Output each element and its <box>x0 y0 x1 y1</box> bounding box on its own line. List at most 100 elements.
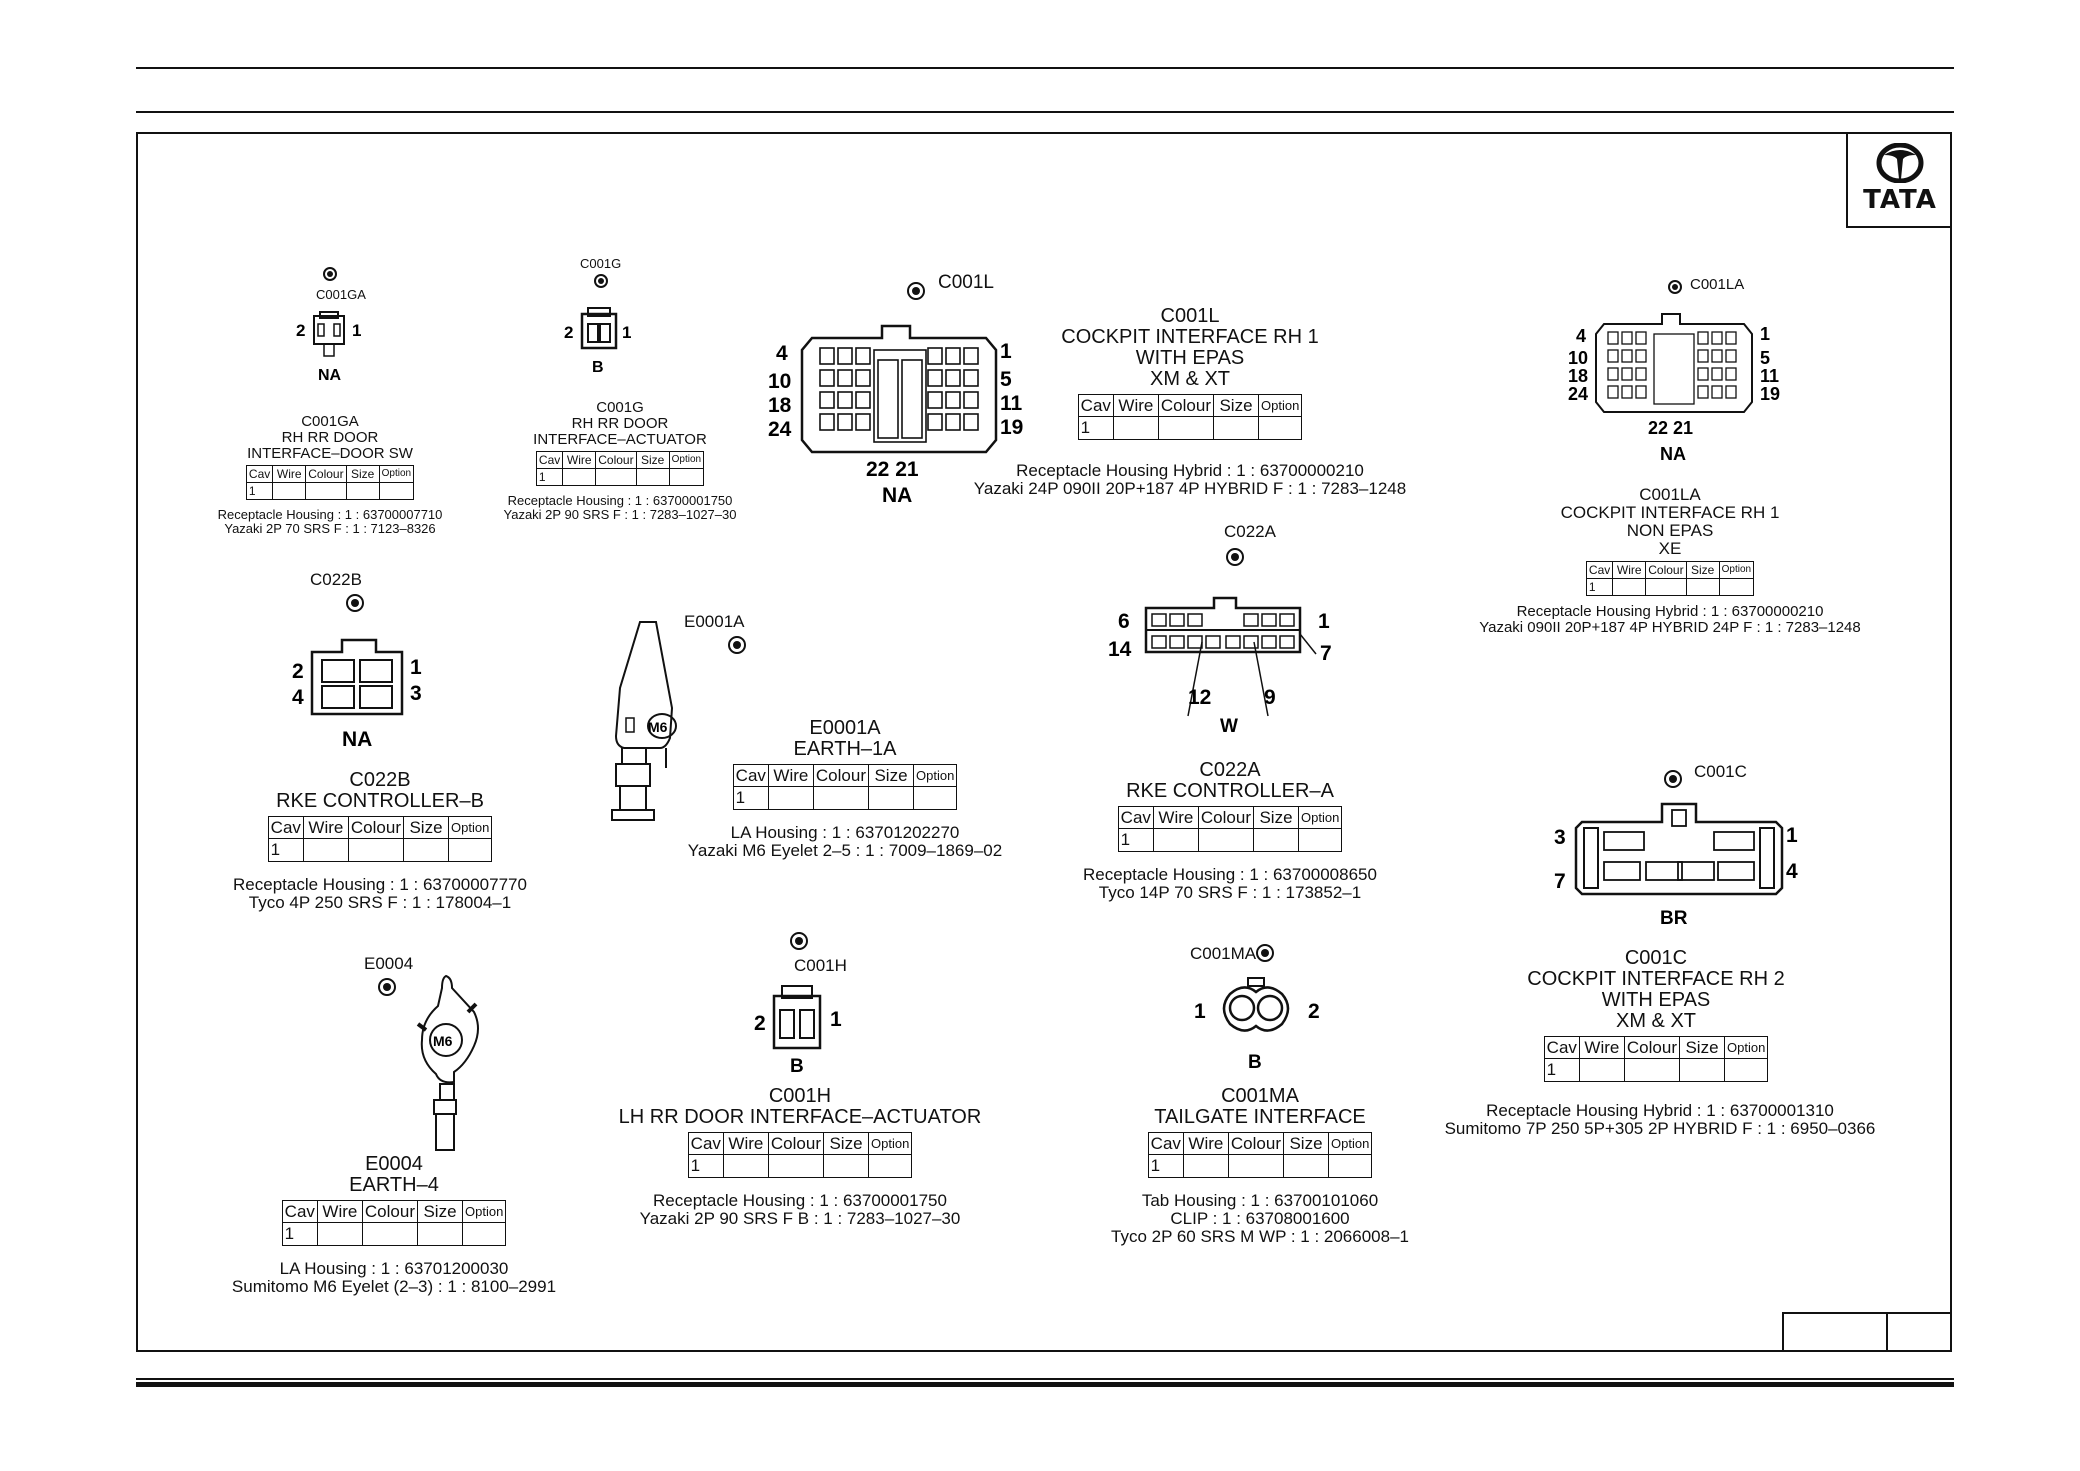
header-cav: Cav <box>267 816 304 839</box>
c001l-pin-1: 1 <box>1000 340 1012 363</box>
c001h-pin-1: 1 <box>830 1008 842 1031</box>
c001g-connector-icon: 2 1 B <box>564 307 631 376</box>
c001g-housing-1: Receptacle Housing : 1 : 63700001750 <box>507 493 733 509</box>
c001ma-housing-1: Tab Housing : 1 : 63700101060 <box>1141 1191 1379 1210</box>
header-size: Size <box>1213 394 1259 417</box>
c022a-pin-9: 9 <box>1264 686 1276 709</box>
c022a-marker-icon <box>1226 548 1244 566</box>
c001ga-desc-1: RH RR DOOR <box>281 428 379 446</box>
c001h-title: C001H <box>768 1085 832 1107</box>
tata-emblem-icon <box>1876 143 1924 183</box>
header-cav: Cav <box>245 465 274 484</box>
e0001a-m6-label: M6 <box>648 719 668 735</box>
c022b-desc-1: RKE CONTROLLER–B <box>276 790 484 812</box>
brand-name: TATA <box>1863 185 1937 215</box>
c001h-housing-1: Receptacle Housing : 1 : 63700001750 <box>653 1191 947 1210</box>
header-option: Option <box>447 816 493 839</box>
c001h-housing-2: Yazaki 2P 90 SRS F B : 1 : 7283–1027–30 <box>639 1208 961 1228</box>
cav-value: 1 <box>281 1222 318 1246</box>
bottom-rule-1 <box>136 1378 1954 1380</box>
header-size: Size <box>1679 1036 1725 1059</box>
cav-value: 1 <box>732 786 769 810</box>
c022b-pin-2: 2 <box>292 660 304 683</box>
c001c-housing-1: Receptacle Housing Hybrid : 1 : 63700001… <box>1486 1101 1834 1120</box>
c001ma-id-label: C001MA <box>1190 944 1257 963</box>
header-size: Size <box>403 816 449 839</box>
drawing-frame <box>136 132 1952 1352</box>
header-colour: Colour <box>1197 806 1255 829</box>
c001la-pin-18: 18 <box>1568 366 1588 386</box>
c022a-colour: W <box>1220 716 1238 737</box>
e0001a-marker-icon <box>728 636 746 654</box>
c001g-marker-icon <box>594 274 608 288</box>
header-option: Option <box>461 1200 507 1223</box>
header-wire: Wire <box>302 816 349 839</box>
c001ma-desc-1: TAILGATE INTERFACE <box>1154 1106 1366 1128</box>
e0004-desc-1: EARTH–4 <box>349 1174 439 1196</box>
c001la-housing-2: Yazaki 090II 20P+187 4P HYBRID 24P F : 1… <box>1479 619 1861 637</box>
header-option: Option <box>378 465 415 484</box>
c001la-pin-22-21: 22 21 <box>1648 418 1693 438</box>
c001ma-housing-2: CLIP : 1 : 63708001600 <box>1170 1208 1350 1228</box>
header-size: Size <box>635 451 670 470</box>
title-block-cell-2 <box>1886 1312 1952 1352</box>
c001ma-housing-3: Tyco 2P 60 SRS M WP : 1 : 2066008–1 <box>1111 1226 1409 1246</box>
c001g-colour: B <box>592 359 604 376</box>
c001c-pin-7: 7 <box>1554 870 1566 893</box>
c001ga-colour: NA <box>318 367 342 384</box>
e0004-m6-label: M6 <box>433 1033 453 1049</box>
header-wire: Wire <box>1112 394 1159 417</box>
c001g-desc-2: INTERFACE–ACTUATOR <box>533 430 707 448</box>
title-block-cell-1 <box>1782 1312 1888 1352</box>
c001ma-marker-icon <box>1256 944 1274 962</box>
c001ga-housing-1: Receptacle Housing : 1 : 63700007710 <box>217 507 443 523</box>
c001la-colour: NA <box>1660 444 1686 464</box>
header-size: Size <box>417 1200 463 1223</box>
header-wire: Wire <box>562 451 597 470</box>
header-colour: Colour <box>305 465 347 484</box>
header-size: Size <box>1253 806 1299 829</box>
c001l-id-label: C001L <box>938 272 994 293</box>
header-size: Size <box>823 1132 869 1155</box>
header-colour: Colour <box>812 764 870 787</box>
c001g-title: C001G <box>596 399 644 416</box>
c022a-connector-icon: 6 14 1 7 12 9 W <box>1108 596 1332 737</box>
c001l-title: C001L <box>1160 305 1220 327</box>
c022a-housing-1: Receptacle Housing : 1 : 63700008650 <box>1083 865 1377 884</box>
header-option: Option <box>1257 394 1303 417</box>
c001c-housing: Receptacle Housing Hybrid : 1 : 63700001… <box>1380 1102 1940 1138</box>
tata-logo: TATA <box>1846 132 1952 228</box>
c001l-marker-icon <box>907 282 925 300</box>
header-colour: Colour <box>1227 1132 1285 1155</box>
e0004-terminal-icon: M6 <box>416 974 479 1151</box>
header-wire: Wire <box>1152 806 1199 829</box>
c001ga-id-label: C001GA <box>316 287 366 302</box>
header-colour: Colour <box>1157 394 1215 417</box>
c001ga-housing-2: Yazaki 2P 70 SRS F : 1 : 7123–8326 <box>224 520 436 536</box>
header-cav: Cav <box>732 764 769 787</box>
c022a-id-label: C022A <box>1224 522 1276 541</box>
header-wire: Wire <box>1578 1036 1625 1059</box>
c001ma-pin-1: 1 <box>1194 1000 1206 1023</box>
header-colour: Colour <box>347 816 405 839</box>
header-colour: Colour <box>767 1132 825 1155</box>
cav-value: 1 <box>245 482 274 501</box>
c022b-pin-1: 1 <box>410 656 422 679</box>
c001c-connector-icon: 3 7 1 4 BR <box>1554 802 1798 929</box>
header-option: Option <box>1327 1132 1373 1155</box>
c001l-pin-22-21: 22 21 <box>866 458 919 481</box>
c001h-id-label: C001H <box>794 956 847 975</box>
top-rule-2 <box>136 111 1954 113</box>
c022a-desc-1: RKE CONTROLLER–A <box>1126 780 1334 802</box>
c001c-id-label: C001C <box>1694 762 1747 781</box>
c001l-desc-3: XM & XT <box>1149 368 1230 390</box>
header-cav: Cav <box>1077 394 1114 417</box>
c001h-marker-icon <box>790 932 808 950</box>
cav-value: 1 <box>687 1154 724 1178</box>
c001c-marker-icon <box>1664 770 1682 788</box>
c001ma-colour: B <box>1248 1052 1262 1073</box>
